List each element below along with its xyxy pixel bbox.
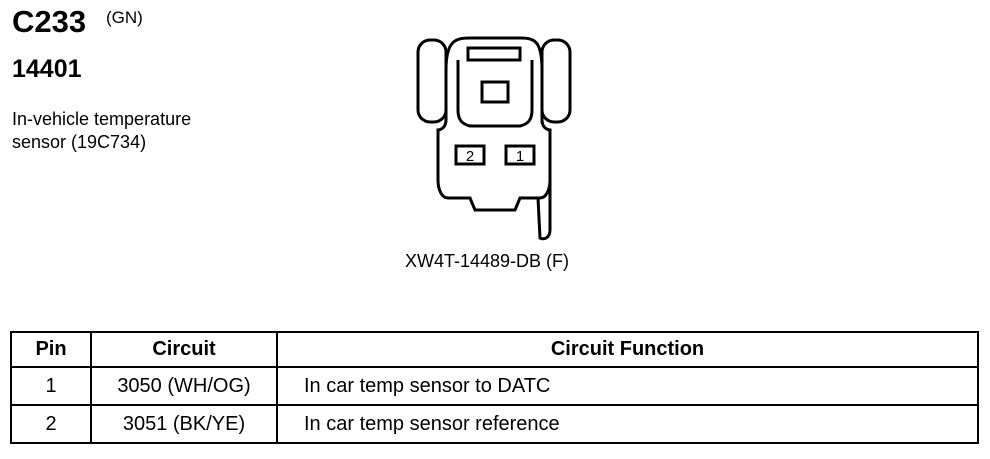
connector-part-label: XW4T-14489-DB (F) [405, 251, 570, 271]
table-row: 2 3051 (BK/YE) In car temp sensor refere… [10, 404, 979, 444]
cavity-2-label: 2 [466, 148, 474, 165]
inner-wall [456, 60, 534, 128]
header-circuit: Circuit [90, 331, 278, 368]
function-cell: In car temp sensor to DATC [276, 366, 979, 406]
description-line-2: sensor (19C734) [12, 132, 147, 152]
header-pin: Pin [10, 331, 92, 368]
header-function: Circuit Function [276, 331, 979, 368]
pin-cell: 2 [10, 404, 92, 444]
pin-cell: 1 [10, 366, 92, 406]
center-key [480, 80, 510, 104]
part-number: 14401 [12, 55, 82, 83]
connector-color: (GN) [106, 8, 143, 27]
lower-tail [536, 180, 552, 241]
table-header-row: Pin Circuit Circuit Function [10, 331, 979, 368]
top-tab [466, 46, 522, 62]
cavity-1 [504, 144, 536, 166]
cavity-1-label: 1 [516, 148, 524, 165]
table-row: 1 3050 (WH/OG) In car temp sensor to DAT… [10, 366, 979, 406]
connector-face-diagram: 2 1 [416, 36, 572, 241]
right-latch [540, 38, 572, 124]
circuit-cell: 3050 (WH/OG) [90, 366, 278, 406]
pin-table: Pin Circuit Circuit Function 1 3050 (WH/… [10, 331, 979, 444]
description-line-1: In-vehicle temperature [12, 109, 192, 129]
cavity-2 [454, 144, 486, 166]
function-cell: In car temp sensor reference [276, 404, 979, 444]
connector-description: In-vehicle temperature sensor (19C734) [12, 108, 252, 154]
circuit-cell: 3051 (BK/YE) [90, 404, 278, 444]
connector-id: C233 [12, 4, 87, 39]
left-latch [416, 38, 448, 124]
